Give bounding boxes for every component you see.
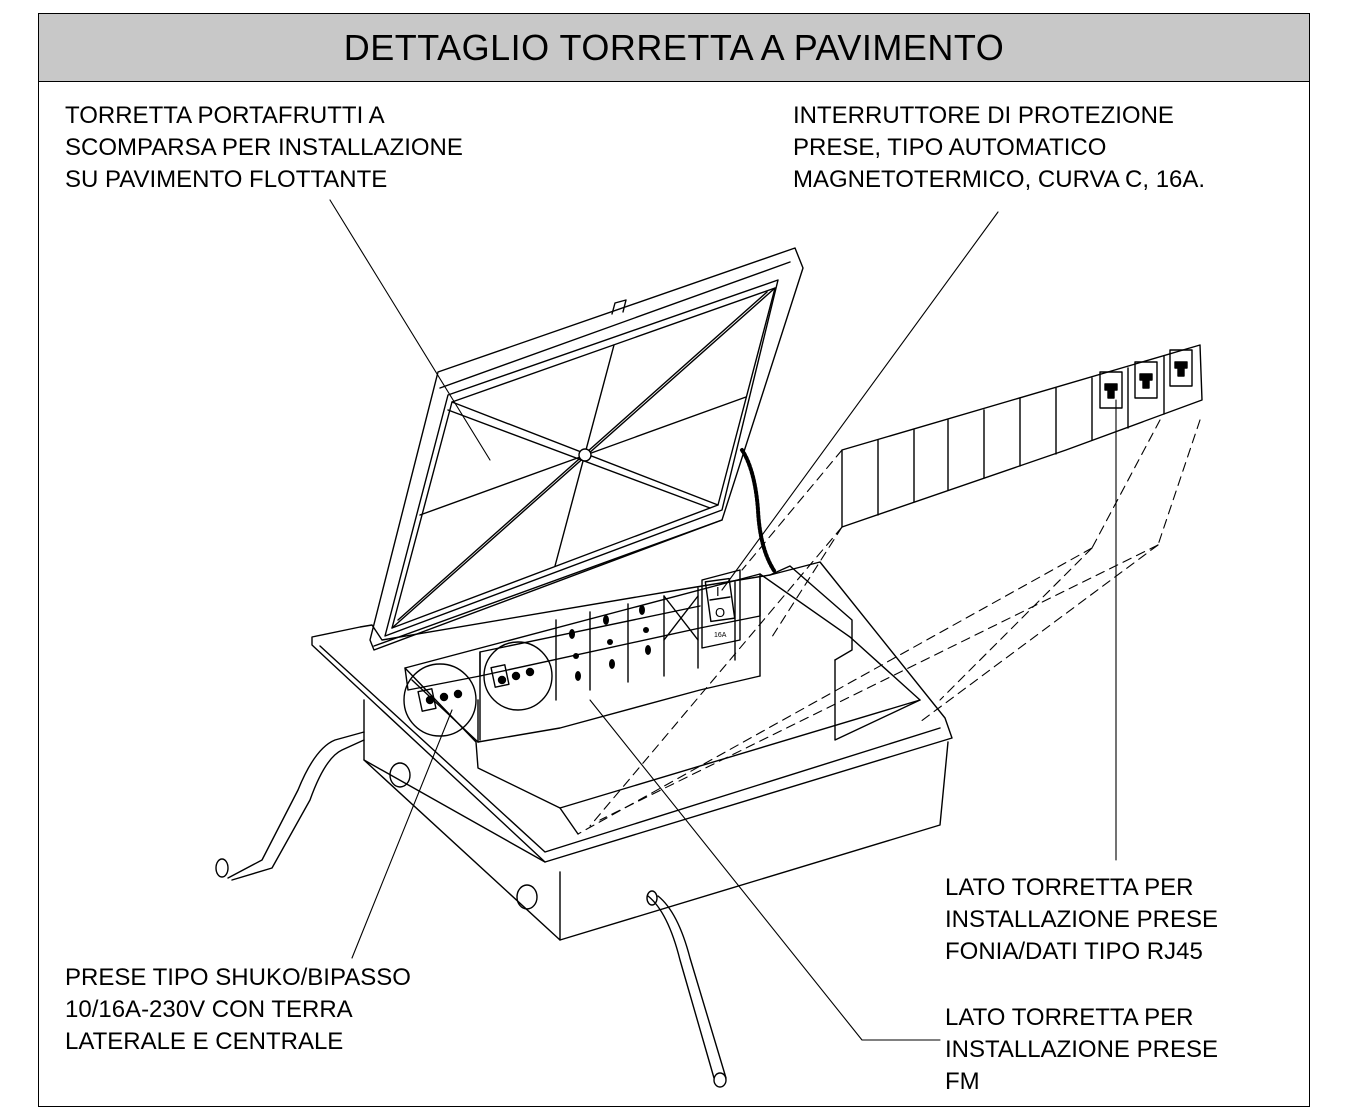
- rj45-jack-icon: [1169, 349, 1193, 387]
- floor-box: [311, 561, 953, 941]
- rj45-jack-icon: [1099, 371, 1123, 409]
- label-lato-rj45: LATO TORRETTA PER INSTALLAZIONE PRESE FO…: [945, 872, 1218, 968]
- label-line: PRESE TIPO SHUKO/BIPASSO: [65, 964, 411, 991]
- breaker-off-mark: O: [715, 605, 725, 620]
- breaker-on-mark: I: [716, 584, 720, 599]
- knockout-hole-icon: [389, 762, 411, 788]
- title-bar: DETTAGLIO TORRETTA A PAVIMENTO: [39, 14, 1309, 82]
- knockout-hole-icon: [516, 884, 538, 910]
- rj45-side-panel: [841, 344, 1203, 528]
- label-line: PRESE, TIPO AUTOMATICO: [793, 134, 1107, 161]
- label-torretta: TORRETTA PORTAFRUTTI A SCOMPARSA PER INS…: [65, 100, 463, 196]
- lid-cable: [740, 448, 777, 574]
- open-lid: [369, 247, 804, 651]
- label-line: FONIA/DATI TIPO RJ45: [945, 938, 1203, 965]
- label-line: SCOMPARSA PER INSTALLAZIONE: [65, 134, 463, 161]
- label-line: INTERRUTTORE DI PROTEZIONE: [793, 102, 1174, 129]
- schuko-socket-icon: [403, 663, 477, 737]
- page-title: DETTAGLIO TORRETTA A PAVIMENTO: [343, 26, 1005, 68]
- label-line: 10/16A-230V CON TERRA: [65, 996, 353, 1023]
- cables: [215, 731, 727, 1088]
- lid-hub-icon: [578, 448, 592, 462]
- bipasso-socket-icon: [569, 605, 651, 681]
- rj45-jack-icon: [1134, 361, 1158, 399]
- breaker-module: [701, 569, 741, 649]
- label-line: LATO TORRETTA PER: [945, 1004, 1194, 1031]
- label-line: LATO TORRETTA PER: [945, 874, 1194, 901]
- leader-lines: [329, 199, 1117, 1041]
- breaker-rating: 16A: [714, 632, 727, 639]
- schuko-socket-icon: [483, 641, 553, 711]
- label-line: INSTALLAZIONE PRESE: [945, 1036, 1218, 1063]
- label-line: SU PAVIMENTO FLOTTANTE: [65, 166, 388, 193]
- label-lato-fm: LATO TORRETTA PER INSTALLAZIONE PRESE FM: [945, 1002, 1218, 1098]
- socket-panel: [403, 569, 761, 743]
- label-line: INSTALLAZIONE PRESE: [945, 906, 1218, 933]
- label-prese-shuko: PRESE TIPO SHUKO/BIPASSO 10/16A-230V CON…: [65, 962, 411, 1058]
- label-interruttore: INTERRUTTORE DI PROTEZIONE PRESE, TIPO A…: [793, 100, 1205, 196]
- label-line: LATERALE E CENTRALE: [65, 1028, 344, 1055]
- drawing-frame: DETTAGLIO TORRETTA A PAVIMENTO: [38, 13, 1310, 1107]
- label-line: FM: [945, 1068, 980, 1095]
- label-line: MAGNETOTERMICO, CURVA C, 16A.: [793, 166, 1206, 193]
- projection-lines: [577, 419, 1201, 835]
- label-line: TORRETTA PORTAFRUTTI A: [65, 102, 385, 129]
